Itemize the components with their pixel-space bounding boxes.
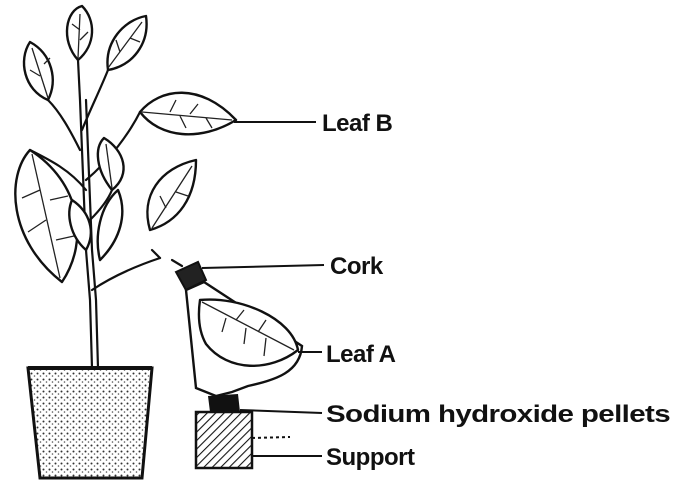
support-block bbox=[196, 412, 252, 468]
plant-pot bbox=[28, 368, 152, 478]
plant-leaves bbox=[15, 6, 236, 282]
label-cork: Cork bbox=[330, 253, 384, 280]
label-support: Support bbox=[326, 444, 415, 471]
label-leaf-b: Leaf B bbox=[322, 110, 393, 137]
conical-flask bbox=[152, 250, 302, 412]
label-sodium-hydroxide-pellets: Sodium hydroxide pellets bbox=[326, 401, 670, 428]
sodium-hydroxide-pellets bbox=[208, 394, 240, 412]
label-leaf-a: Leaf A bbox=[326, 341, 396, 368]
